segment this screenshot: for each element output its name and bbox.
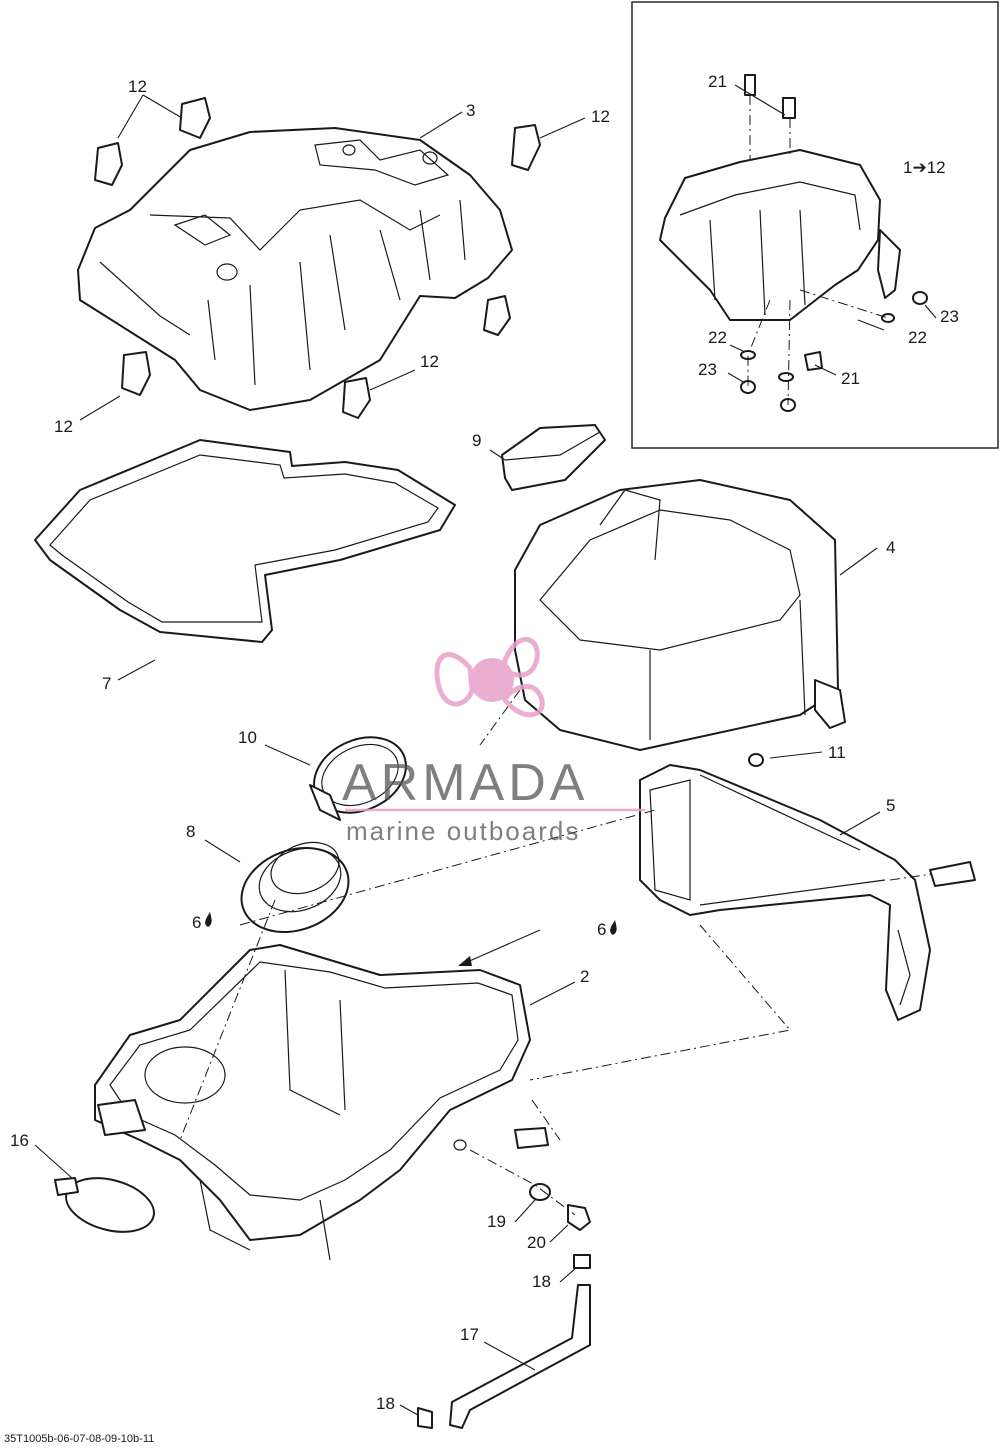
part-11-nut <box>748 753 764 767</box>
callout-4: 4 <box>886 538 895 557</box>
callout-12: 12 <box>591 107 610 126</box>
callout-1-to-12: 1➔12 <box>903 158 946 177</box>
part-4-filter-box <box>514 479 846 751</box>
inset-washer-22a <box>881 313 895 323</box>
callout-21: 21 <box>841 369 860 388</box>
inset-frame <box>631 1 999 449</box>
drain-parts <box>417 1183 591 1429</box>
part-18-clamp-lower <box>417 1407 433 1429</box>
part-20-elbow <box>567 1204 591 1231</box>
part-3-cover <box>77 127 513 411</box>
callout-21: 21 <box>708 72 727 91</box>
inset-nut-23a <box>912 291 928 305</box>
inset-bolt-21a <box>744 74 756 96</box>
duct-bolt <box>929 861 976 887</box>
part-17-hose <box>449 1284 591 1429</box>
callout-22: 22 <box>908 328 927 347</box>
callout-18: 18 <box>376 1394 395 1413</box>
callout-6: 6 <box>597 920 606 939</box>
inset-assembly <box>659 74 928 412</box>
callout-12: 12 <box>54 417 73 436</box>
callout-12: 12 <box>420 352 439 371</box>
callout-18: 18 <box>532 1272 551 1291</box>
part-5-duct <box>639 764 931 1021</box>
part-9-pad <box>501 424 606 491</box>
callout-7: 7 <box>102 674 111 693</box>
part-12-clips <box>94 97 541 419</box>
part-10-clamp <box>309 736 407 821</box>
oil-drop-icon <box>205 912 212 927</box>
callout-5: 5 <box>886 796 895 815</box>
callout-12: 12 <box>128 77 147 96</box>
part-19-grommet <box>529 1183 551 1201</box>
duct-fasteners <box>514 753 976 1149</box>
callout-23: 23 <box>940 307 959 326</box>
diagram-code: 35T1005b-06-07-08-09-10b-11 <box>4 1433 155 1445</box>
part-8-boot <box>240 841 350 934</box>
inset-washer-22c <box>778 372 794 382</box>
alignment-lines <box>179 689 961 1216</box>
callout-10: 10 <box>238 728 257 747</box>
callout-8: 8 <box>186 822 195 841</box>
watermark-tagline: marine outboards <box>346 816 580 846</box>
leader-lines <box>34 84 937 1416</box>
callout-3: 3 <box>466 101 475 120</box>
arrow-head <box>458 956 472 966</box>
callout-11: 11 <box>828 743 846 762</box>
callout-20: 20 <box>527 1233 546 1252</box>
arrow-line <box>464 929 541 964</box>
inset-bolt-21b <box>782 97 796 119</box>
callout-6: 6 <box>192 913 201 932</box>
housing-clip <box>514 1127 549 1149</box>
watermark-logo <box>434 636 545 718</box>
callout-16: 16 <box>10 1131 29 1150</box>
callout-23: 23 <box>698 360 717 379</box>
callout-22: 22 <box>708 328 727 347</box>
oil-drop-icon <box>610 920 617 935</box>
callout-9: 9 <box>472 431 481 450</box>
callout-19: 19 <box>487 1212 506 1231</box>
callout-2: 2 <box>580 967 589 986</box>
callout-17: 17 <box>460 1325 479 1344</box>
watermark-brand: ARMADA <box>342 754 588 812</box>
part-7-gasket <box>34 439 456 643</box>
part-18-clamp-upper <box>573 1254 591 1269</box>
part-2-lower-housing <box>94 944 531 1261</box>
part-16-clamp <box>54 1177 155 1233</box>
